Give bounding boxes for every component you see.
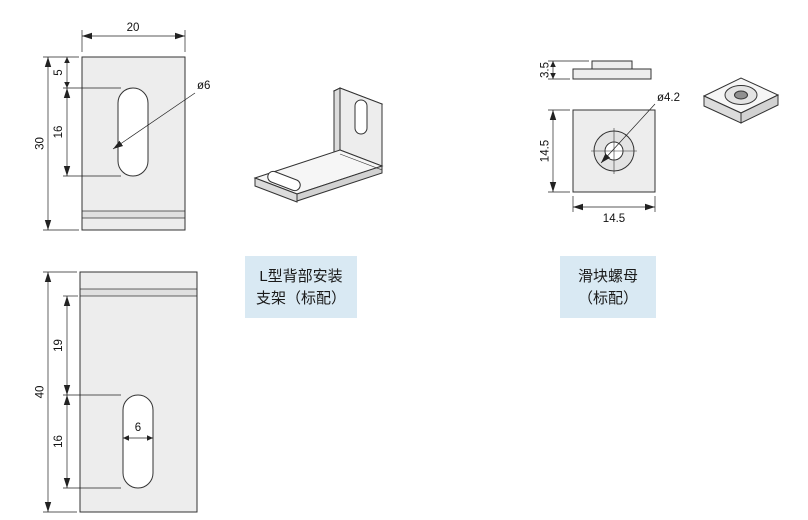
callout-text-hole-diameter: ø4.2 — [657, 92, 680, 104]
dim-text-height: 40 — [35, 386, 47, 399]
flat-plate-bottom-view: 40 19 16 6 — [35, 271, 198, 513]
nut-front-view: 14.5 14.5 ø4.2 — [540, 92, 681, 225]
bend-strip — [80, 289, 197, 296]
dim-upper-19: 19 — [53, 295, 121, 396]
nut-boss-profile — [591, 60, 633, 70]
dim-width-20: 20 — [81, 22, 186, 52]
dim-slot-width-6: 6 — [123, 422, 153, 441]
dim-text-slot-length: 16 — [53, 126, 65, 139]
dim-nut-height: 14.5 — [540, 109, 570, 193]
callout-slot-diameter: ø6 — [112, 80, 210, 150]
bracket-caption-box — [245, 256, 357, 318]
bend-radius-line — [339, 153, 383, 171]
dim-text-width: 20 — [127, 22, 140, 34]
nut-caption-box — [560, 256, 656, 318]
bracket-caption-line1: L型背部安装 — [259, 268, 342, 285]
callout-text-slot-diameter: ø6 — [197, 80, 210, 92]
bracket-caption-line2: 支架（标配） — [256, 290, 346, 307]
nut-caption-line2: （标配） — [578, 290, 638, 307]
dim-text-slot-length: 16 — [53, 435, 65, 448]
bracket-base-slot — [267, 170, 301, 192]
dim-slot-length-16: 16 — [53, 395, 121, 489]
bracket-base-right-edge — [296, 165, 383, 202]
dim-height-40: 40 — [35, 271, 77, 513]
nut-base-profile — [572, 68, 652, 80]
dim-slot-length-16: 16 — [53, 88, 121, 177]
callout-hole-diameter: ø4.2 — [600, 92, 680, 164]
nut-side-view: 3.5 — [540, 60, 652, 80]
dim-text-nut-height: 14.5 — [540, 140, 552, 162]
bracket-base-front-edge — [254, 177, 298, 203]
plate-slot — [117, 87, 149, 177]
bend-strip — [82, 211, 185, 218]
dim-text-upper: 19 — [53, 339, 65, 352]
dim-text-nut-width: 14.5 — [603, 213, 625, 225]
l-bracket-3d-view — [253, 87, 384, 203]
dim-text-slot-width: 6 — [135, 422, 141, 434]
dim-height-30: 30 — [35, 56, 79, 231]
nut-caption-line1: 滑块螺母 — [578, 268, 638, 285]
bracket-left-edge-face — [333, 87, 341, 154]
dim-text-height: 30 — [35, 137, 47, 150]
nut-right-face — [740, 94, 779, 124]
plate-slot — [122, 394, 154, 489]
dim-nut-width: 14.5 — [572, 196, 656, 225]
bracket-upright-slot — [354, 99, 368, 135]
dim-text-thickness: 3.5 — [540, 62, 552, 78]
dim-thickness-3-5: 3.5 — [540, 60, 589, 80]
nut-hole-ellipse — [734, 90, 748, 100]
dim-top-offset-5: 5 — [53, 57, 121, 89]
bracket-caption: L型背部安装 支架（标配） — [245, 256, 357, 318]
dim-text-top-offset: 5 — [53, 69, 65, 75]
flat-plate-top-view: 20 30 5 16 ø6 — [35, 22, 210, 231]
nut-3d-view — [702, 77, 780, 124]
nut-caption: 滑块螺母 （标配） — [560, 256, 656, 318]
